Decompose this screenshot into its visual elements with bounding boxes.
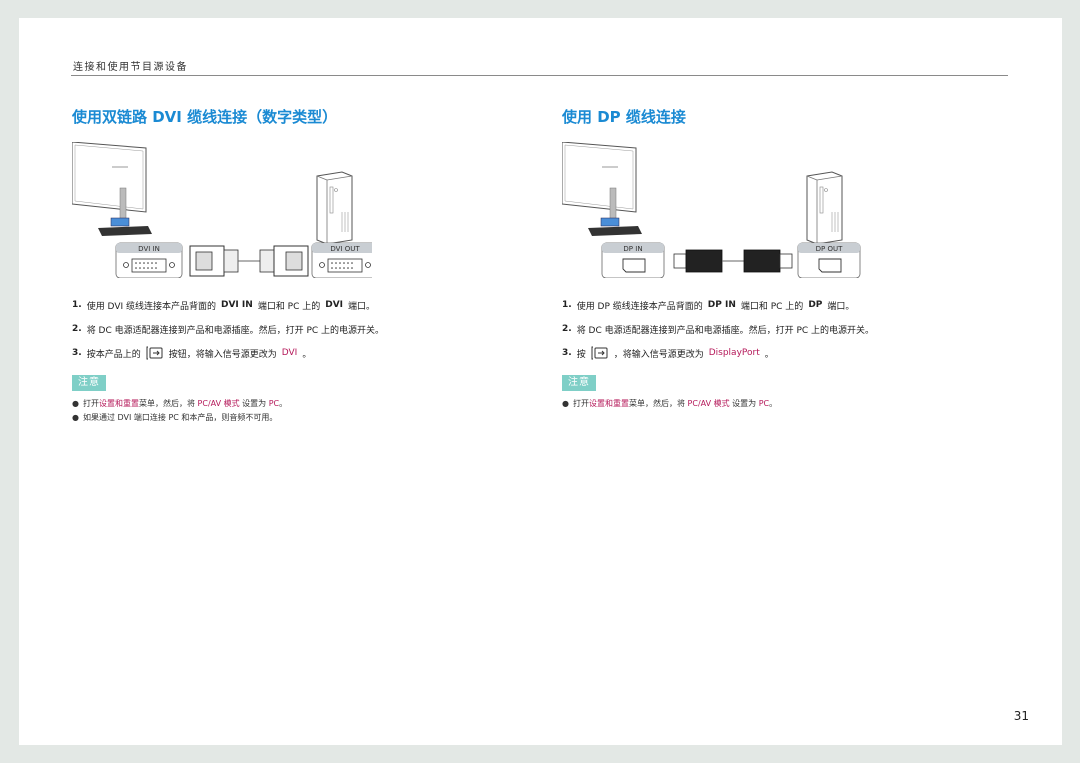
step-number: 1. [562,300,572,310]
note-item: ● 打开设置和重置菜单，然后，将 PC/AV 模式 设置为 PC。 [562,398,778,408]
step-text: 将 DC 电源适配器连接到产品和电源插座。然后，打开 PC 上的电源开关。 [576,325,875,336]
step-text: 按 [576,349,586,360]
note-item: ● 如果通过 DVI 端口连接 PC 和本产品，则音频不可用。 [72,412,278,422]
note-badge: 注意 [562,375,596,391]
dp-steps: 1. 使用 DP 缆线连接本产品背面的 DP IN 端口和 PC 上的 DP 端… [562,293,992,365]
dp-connection-diagram: DP IN DP OUT [562,142,861,278]
step-text: 端口和 PC 上的 [257,301,321,312]
dp-section: 使用 DP 缆线连接 [562,106,982,408]
note-item: ● 打开设置和重置菜单，然后，将 PC/AV 模式 设置为 PC。 [72,398,288,408]
dp-in-port-box: DP IN [601,242,665,278]
dp-cable-illustration [673,249,793,273]
dvi-section: 使用双链路 DVI 缆线连接（数字类型） [72,106,492,422]
dvi-steps: 1. 使用 DVI 缆线连接本产品背面的 DVI IN 端口和 PC 上的 DV… [72,293,502,365]
bullet-icon: ● [72,398,79,408]
step-number: 1. [72,300,82,310]
source-value: DVI [281,348,298,358]
step-text: 使用 DP 缆线连接本产品背面的 [576,301,703,312]
manual-page: 连接和使用节目源设备 使用双链路 DVI 缆线连接（数字类型） [19,18,1062,745]
dvi-notes: ● 打开设置和重置菜单，然后，将 PC/AV 模式 设置为 PC。 ● 如果通过… [72,396,502,424]
step-text: 端口。 [827,301,855,312]
port-name: DVI IN [221,300,253,310]
source-input-icon [146,346,163,360]
step-3: 3. 按本产品上的 按钮，将输入信号源更改为 DVI 。 [72,341,502,365]
breadcrumb: 连接和使用节目源设备 [73,62,188,73]
dvi-section-title: 使用双链路 DVI 缆线连接（数字类型） [72,108,338,126]
step-text: 将 DC 电源适配器连接到产品和电源插座。然后，打开 PC 上的电源开关。 [86,325,385,336]
dvi-in-label: DVI IN [138,245,160,253]
dp-out-label: DP OUT [816,245,843,253]
step-number: 3. [72,348,82,358]
dp-in-label: DP IN [623,245,642,253]
dvi-cable-illustration [189,245,309,277]
monitor-illustration [562,142,642,236]
header-divider [71,75,1008,76]
step-text: 。 [302,349,312,360]
step-text: 按本产品上的 [86,349,141,360]
page-number: 31 [1013,709,1029,723]
port-name: DP IN [707,300,736,310]
step-text: 使用 DVI 缆线连接本产品背面的 [86,301,216,312]
port-name: DP [808,300,823,310]
step-text: 按钮，将输入信号源更改为 [168,349,277,360]
bullet-icon: ● [562,398,569,408]
note-badge: 注意 [72,375,106,391]
port-name: DVI [325,300,344,310]
monitor-illustration [72,142,152,236]
dp-out-port-box: DP OUT [797,242,861,278]
dvi-out-port-box: DVI OUT [311,242,372,278]
step-number: 3. [562,348,572,358]
source-value: DisplayPort [708,348,760,358]
dp-notes: ● 打开设置和重置菜单，然后，将 PC/AV 模式 设置为 PC。 [562,396,992,410]
step-number: 2. [72,324,82,334]
pc-tower-illustration [806,171,843,245]
step-1: 1. 使用 DP 缆线连接本产品背面的 DP IN 端口和 PC 上的 DP 端… [562,293,992,317]
step-text: ，将输入信号源更改为 [613,349,704,360]
dvi-out-label: DVI OUT [330,245,360,253]
step-number: 2. [562,324,572,334]
step-2: 2. 将 DC 电源适配器连接到产品和电源插座。然后，打开 PC 上的电源开关。 [562,317,992,341]
step-text: 端口。 [348,301,376,312]
dvi-in-port-box: DVI IN [115,242,183,278]
step-text: 。 [764,349,774,360]
source-input-icon [591,346,608,360]
dp-section-title: 使用 DP 缆线连接 [562,108,686,126]
pc-tower-illustration [316,171,353,245]
step-1: 1. 使用 DVI 缆线连接本产品背面的 DVI IN 端口和 PC 上的 DV… [72,293,502,317]
step-2: 2. 将 DC 电源适配器连接到产品和电源插座。然后，打开 PC 上的电源开关。 [72,317,502,341]
bullet-icon: ● [72,412,79,422]
step-3: 3. 按 ，将输入信号源更改为 DisplayPort 。 [562,341,992,365]
dvi-connection-diagram: DVI IN DVI OUT [72,142,372,278]
step-text: 端口和 PC 上的 [740,301,804,312]
